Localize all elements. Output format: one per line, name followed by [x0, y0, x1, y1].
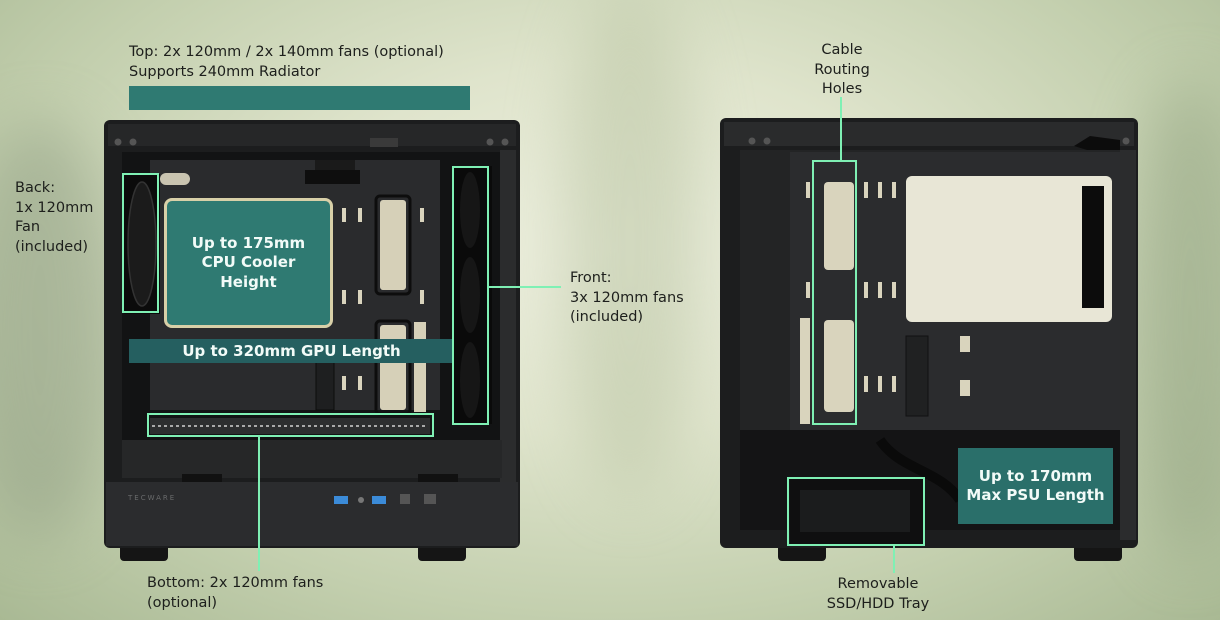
- tray-connector-line: [893, 546, 895, 573]
- brand-logo: TECWARE: [128, 494, 177, 502]
- front-fans-label: Front: 3x 120mm fans (included): [570, 270, 684, 325]
- gpu-length-callout: Up to 320mm GPU Length: [129, 339, 454, 363]
- front-fans-highlight: [452, 166, 489, 425]
- background-blur: [1130, 80, 1220, 560]
- cable-routing-label: Cable Routing Holes: [814, 42, 870, 97]
- cpu-cooler-text: Up to 175mm CPU Cooler Height: [191, 233, 306, 291]
- psu-length-callout: Up to 170mm Max PSU Length: [958, 448, 1113, 524]
- bottom-connector-line: [258, 437, 260, 571]
- back-fan-highlight: [122, 173, 159, 313]
- psu-length-text: Up to 170mm Max PSU Length: [966, 466, 1105, 505]
- right-case-side-view: [720, 118, 1138, 561]
- cable-holes-highlight: [812, 160, 857, 425]
- back-fan-label: Back: 1x 120mm Fan (included): [15, 180, 94, 255]
- bottom-fans-highlight: [147, 413, 434, 437]
- gpu-length-text: Up to 320mm GPU Length: [182, 342, 401, 360]
- cpu-cooler-callout: Up to 175mm CPU Cooler Height: [164, 198, 333, 328]
- top-fan-bar: [129, 86, 470, 110]
- cable-connector-line: [840, 97, 842, 160]
- background-blur: [560, 0, 700, 500]
- front-connector-line: [489, 286, 561, 288]
- bottom-fans-label: Bottom: 2x 120mm fans (optional): [147, 575, 324, 611]
- top-fans-label: Top: 2x 120mm / 2x 140mm fans (optional)…: [129, 44, 444, 80]
- drive-tray-label: Removable SSD/HDD Tray: [826, 576, 930, 612]
- drive-tray-highlight: [787, 477, 925, 546]
